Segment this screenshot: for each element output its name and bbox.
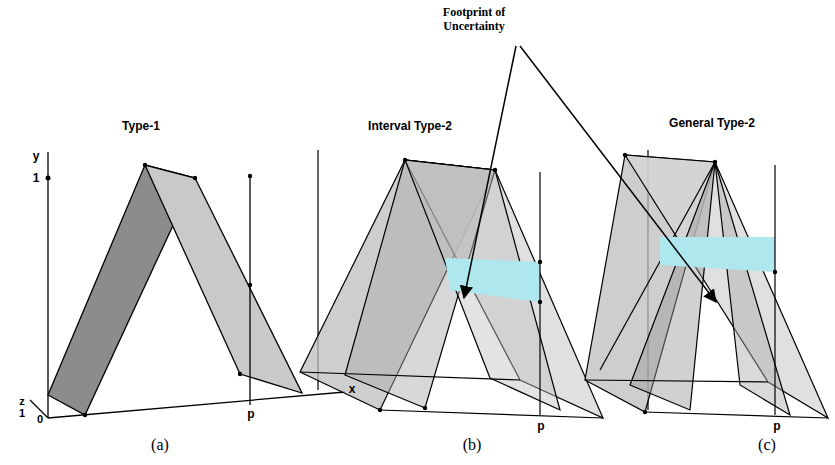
panel-title: Interval Type-2 (368, 120, 452, 134)
panel-title: General Type-2 (669, 117, 755, 131)
callout-label: Footprint of Uncertainty (419, 6, 529, 34)
axis-tick: 1 (19, 407, 25, 420)
point-label: p (537, 420, 544, 434)
axis-origin: 0 (37, 413, 43, 426)
panel-caption: (c) (758, 436, 776, 454)
axis-tick: 1 (33, 172, 40, 186)
point-label: p (247, 408, 254, 422)
axis-name: z (19, 395, 25, 408)
panel-caption: (b) (463, 436, 482, 454)
axis-name: y (33, 150, 40, 164)
panel-title: Type-1 (122, 120, 160, 134)
panel-caption: (a) (151, 436, 169, 454)
point-label: p (773, 420, 780, 434)
axis-name: x (349, 383, 356, 397)
